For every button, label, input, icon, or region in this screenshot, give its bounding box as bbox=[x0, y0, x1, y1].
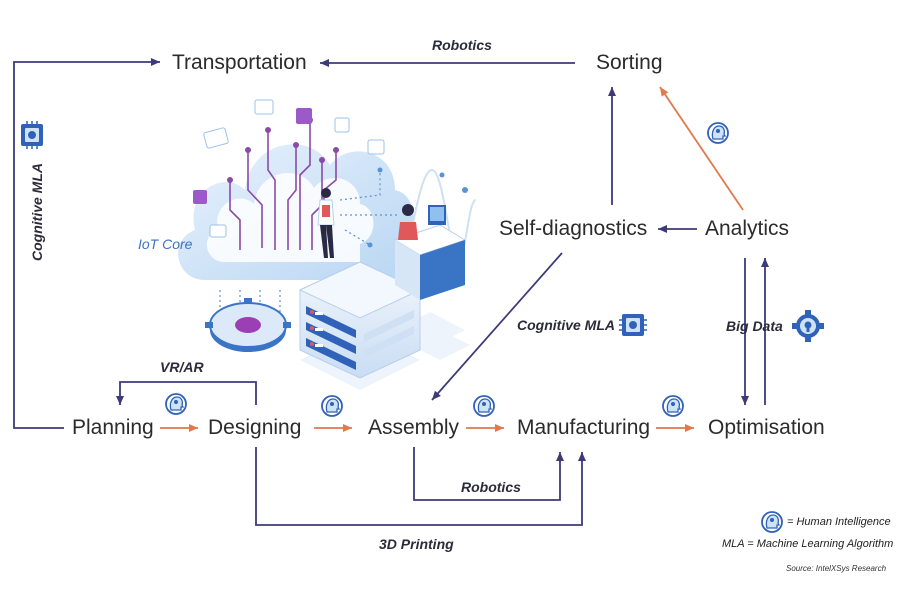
arrow-selfdiag-to-assembly bbox=[431, 252, 563, 401]
arrow-designing-3dprint-to-manufacturing bbox=[255, 447, 586, 526]
arrow-planning-to-transportation bbox=[13, 58, 160, 429]
mla-chip-icon bbox=[21, 121, 43, 149]
node-designing: Designing bbox=[208, 416, 302, 439]
standing-person bbox=[317, 188, 335, 258]
arrow-assembly-robotics-to-manufacturing bbox=[413, 447, 564, 501]
big-data-gear-icon bbox=[792, 310, 824, 342]
legend-human-intelligence: = Human Intelligence bbox=[787, 516, 891, 528]
node-optimisation: Optimisation bbox=[708, 416, 825, 439]
node-analytics: Analytics bbox=[705, 217, 790, 240]
edge-label-vr-ar: VR/AR bbox=[160, 359, 204, 375]
arrow-analytics-to-sorting bbox=[659, 86, 744, 211]
iot-core-label: IoT Core bbox=[138, 236, 193, 252]
node-assembly: Assembly bbox=[368, 416, 460, 439]
human-intelligence-icons bbox=[165, 122, 729, 417]
edge-label-cognitive-mla-left: Cognitive MLA bbox=[29, 163, 45, 261]
arrow-vrar-loop bbox=[116, 381, 257, 405]
node-transportation: Transportation bbox=[172, 51, 307, 74]
human-intelligence-icon bbox=[662, 395, 684, 417]
arrows bbox=[13, 58, 769, 526]
source-note: Source: IntelXSys Research bbox=[786, 564, 887, 573]
human-intelligence-icon bbox=[321, 395, 343, 417]
edge-label-robotics-bottom: Robotics bbox=[461, 479, 521, 495]
node-sorting: Sorting bbox=[596, 51, 663, 74]
server-rack bbox=[298, 261, 422, 379]
mla-chip-icon bbox=[619, 314, 647, 336]
human-intelligence-legend-icon bbox=[761, 511, 783, 533]
legend-mla-definition: MLA = Machine Learning Algorithm bbox=[722, 538, 894, 550]
edge-label-robotics-top: Robotics bbox=[432, 37, 492, 53]
human-intelligence-icon bbox=[165, 393, 187, 415]
human-intelligence-icon bbox=[707, 122, 729, 144]
node-planning: Planning bbox=[72, 416, 154, 439]
workstation bbox=[393, 204, 467, 300]
human-intelligence-icon bbox=[473, 395, 495, 417]
edge-label-3d-printing: 3D Printing bbox=[379, 536, 454, 552]
edge-label-cognitive-mla-mid: Cognitive MLA bbox=[517, 317, 615, 333]
edge-label-big-data: Big Data bbox=[726, 318, 783, 334]
node-self-diagnostics: Self-diagnostics bbox=[499, 217, 648, 240]
gear-illustration bbox=[205, 298, 291, 352]
node-manufacturing: Manufacturing bbox=[517, 416, 651, 439]
iot-illustration bbox=[178, 99, 477, 390]
